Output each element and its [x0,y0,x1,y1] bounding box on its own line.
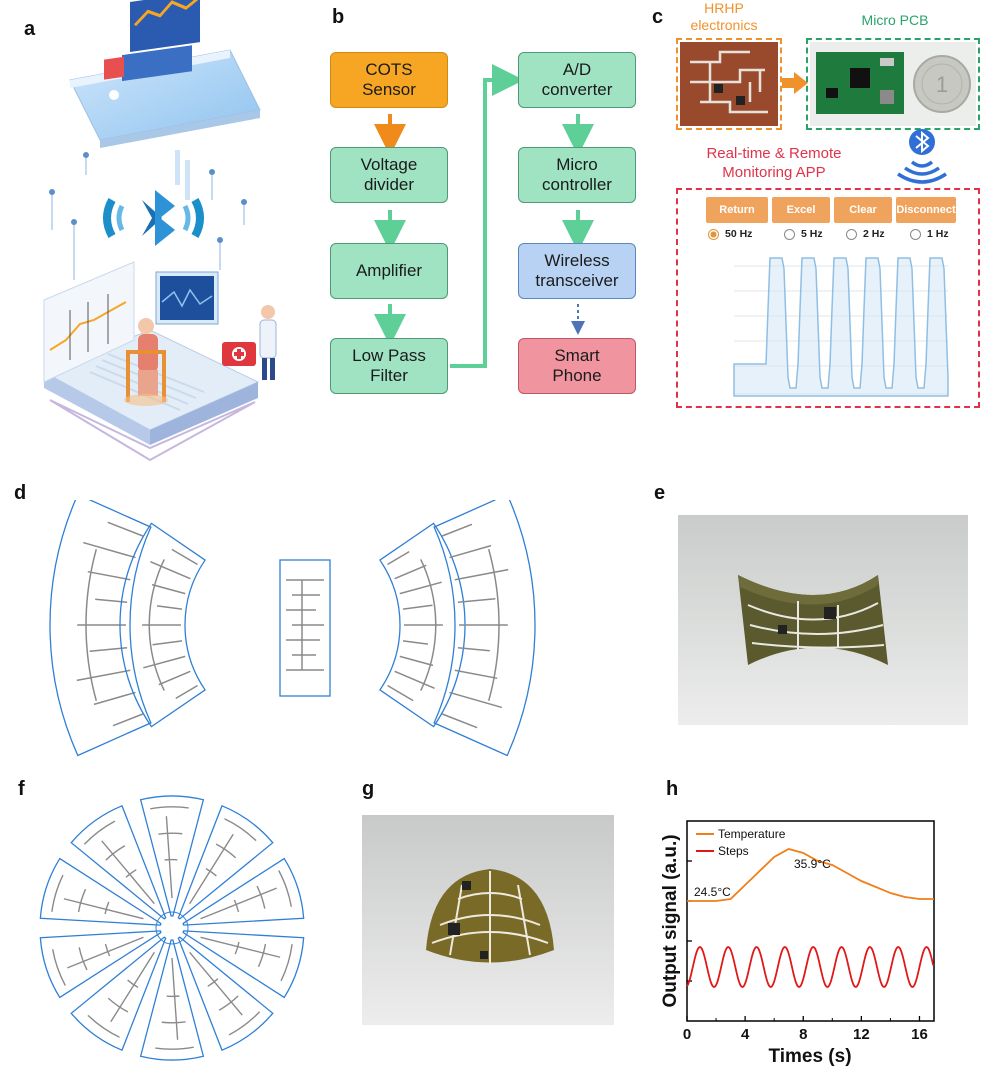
plot-frame [686,820,935,1022]
smartphone-icon [69,0,261,148]
medical-kit-icon [222,342,256,366]
clear-button[interactable]: Clear [834,197,892,223]
app-label: Real-time & Remote Monitoring APP [706,145,842,181]
bluetooth-icon [897,129,947,184]
dome-device-photo [362,815,614,1025]
monitor-icon [155,271,219,325]
unfolded-pattern-diagram [49,500,536,757]
panel-label-a: a [24,18,36,40]
health-monitoring-illustration [42,0,277,462]
annotation-start-temp: 24.5°C [694,885,731,899]
x-tick-label: 8 [799,1026,807,1043]
panel-label-e: e [654,482,666,504]
panel-label-g: g [362,778,375,800]
hrhp-frame [676,38,782,130]
doctor-icon [259,305,277,380]
annotation-peak-temp: 35.9°C [794,857,831,871]
svg-text:1: 1 [936,72,948,97]
series-temperature-line [687,848,934,902]
hrhp-electronics-label: HRHP electronics [690,0,758,33]
panel-label-b: b [332,6,345,28]
y-axis-label: Output signal (a.u.) [660,834,681,1007]
rate-radio-2hz[interactable]: 2 Hz [846,228,885,240]
app-signal-plot [733,257,949,397]
app-frame [676,188,980,408]
right-arrow-icon [782,72,808,94]
micro-pcb-photo: 1 [810,42,976,126]
legend-label-temperature: Temperature [718,827,786,841]
bluetooth-icon [103,190,204,246]
smart-phone-box: Smart Phone [518,338,636,394]
x-tick-label: 0 [683,1026,691,1043]
voltage-divider-box: Voltage divider [330,147,448,203]
x-tick-label: 12 [853,1026,870,1043]
radial-pattern-diagram [39,795,305,1061]
disconnect-button[interactable]: Disconnect [896,197,956,223]
series-steps-line [686,946,935,988]
x-tick-label: 16 [911,1026,928,1043]
microcontroller-box: Micro controller [518,147,636,203]
radio-icon [910,228,921,240]
patient-icon [124,318,168,406]
cots-sensor-box: COTS Sensor [330,52,448,108]
flowchart-connectors [374,64,594,368]
rate-radio-50hz[interactable]: 50 Hz [708,228,752,240]
panel-label-d: d [14,482,27,504]
rate-label: 50 Hz [725,228,753,240]
x-axis-label: Times (s) [768,1046,851,1067]
return-button[interactable]: Return [706,197,768,223]
panel-label-f: f [18,778,25,800]
excel-button[interactable]: Excel [772,197,830,223]
x-tick-label: 4 [741,1026,750,1043]
hrhp-electronics-photo [680,42,778,126]
rate-radio-5hz[interactable]: 5 Hz [784,228,823,240]
legend-label-steps: Steps [718,844,749,858]
rate-radio-1hz[interactable]: 1 Hz [910,228,949,240]
rate-label: 2 Hz [863,228,885,240]
rate-label: 1 Hz [927,228,949,240]
micro-pcb-frame [806,38,980,130]
panel-label-c: c [652,6,664,28]
hourglass-device-photo [678,515,968,725]
micro-pcb-label: Micro PCB [861,12,929,28]
low-pass-filter-box: Low Pass Filter [330,338,448,394]
radio-icon [846,228,857,240]
radio-selected-icon [708,228,719,240]
rate-label: 5 Hz [801,228,823,240]
amplifier-box: Amplifier [330,243,448,299]
wireless-transceiver-box: Wireless transceiver [518,243,636,299]
ad-converter-box: A/D converter [518,52,636,108]
panel-label-h: h [666,778,679,800]
radio-icon [784,228,795,240]
wall-chart-icon [43,261,135,383]
